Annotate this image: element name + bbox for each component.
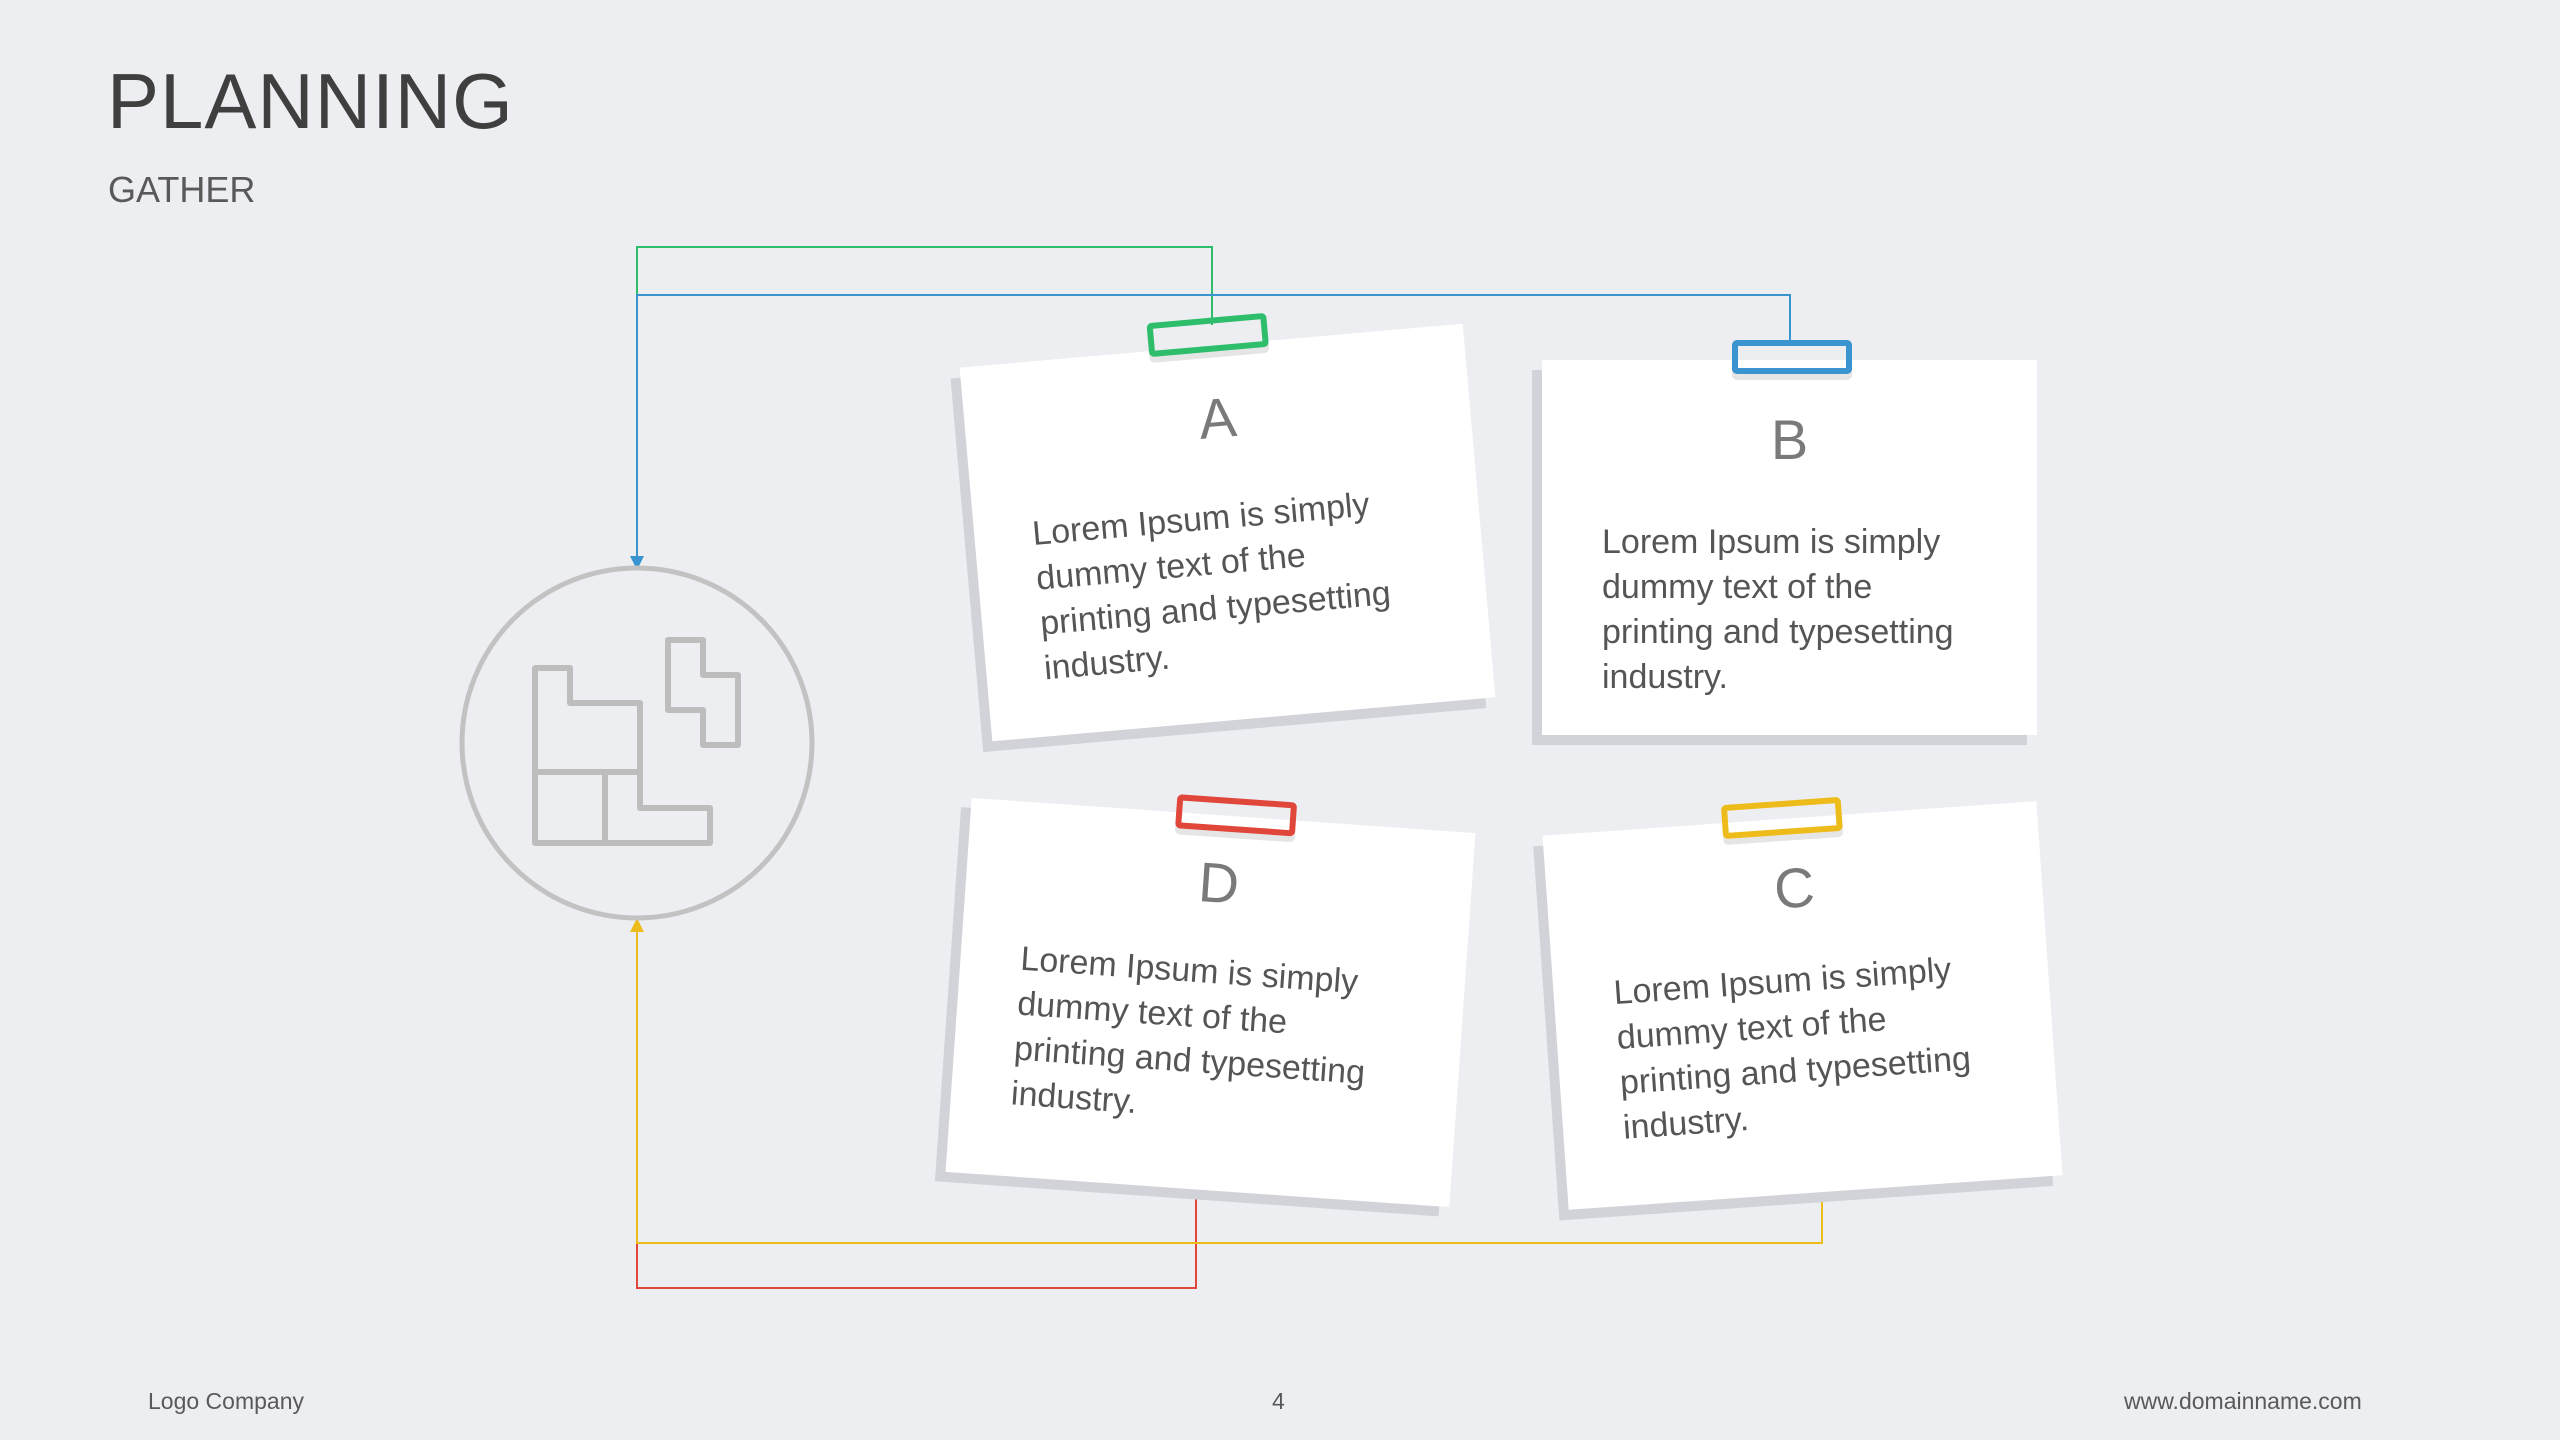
note-clip-b — [1732, 340, 1852, 374]
note-text-a: Lorem Ipsum is simply dummy text of the … — [1030, 485, 1393, 688]
footer-website[interactable]: www.domainname.com — [2124, 1388, 2362, 1414]
note-letter-a: A — [1196, 384, 1239, 451]
footer-company: Logo Company — [148, 1388, 304, 1414]
note-card-a: A Lorem Ipsum is simply dummy text of th… — [959, 312, 1496, 742]
connector-blue — [636, 294, 1791, 560]
note-card-c: C Lorem Ipsum is simply dummy text of th… — [1542, 796, 2063, 1210]
note-letter-b: B — [1770, 408, 1809, 471]
note-letter-d: D — [1196, 849, 1242, 916]
puzzle-blocks-icon — [532, 637, 741, 846]
icon-circle — [459, 565, 815, 921]
note-card-b: B Lorem Ipsum is simply dummy text of th… — [1542, 340, 2037, 735]
note-clip-c — [1720, 796, 1843, 840]
page-subtitle: GATHER — [108, 169, 256, 210]
arrow-head-bottom — [630, 918, 644, 932]
note-clip-d — [1175, 794, 1298, 837]
page-number: 4 — [1272, 1388, 1285, 1414]
connector-yellow — [636, 928, 1823, 1244]
note-text-d: Lorem Ipsum is simply dummy text of the … — [1009, 939, 1367, 1122]
page-title: PLANNING — [107, 57, 514, 145]
note-text-b: Lorem Ipsum is simply dummy text of the … — [1602, 523, 1954, 696]
note-card-d: D Lorem Ipsum is simply dummy text of th… — [945, 794, 1476, 1208]
note-text-c: Lorem Ipsum is simply dummy text of the … — [1612, 950, 1973, 1147]
note-letter-c: C — [1771, 854, 1817, 921]
arrow-head-top — [630, 556, 644, 570]
